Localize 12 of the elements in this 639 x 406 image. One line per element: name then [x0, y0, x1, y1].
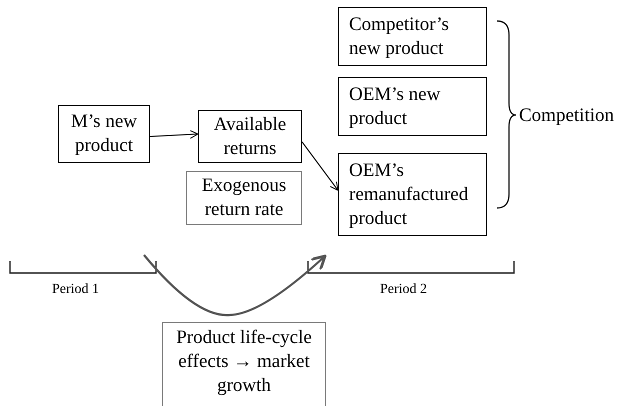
arrow	[150, 130, 198, 139]
process-box: Competitor’s new product	[338, 7, 487, 66]
process-box: OEM’s remanufactured product	[338, 153, 487, 236]
process-box: OEM’s new product	[338, 77, 487, 136]
period-label: Period 2	[380, 282, 428, 298]
process-box: Product life-cycle effects → market growth	[162, 322, 326, 406]
process-box: Available returns	[198, 110, 302, 163]
period-label: Period 1	[52, 282, 100, 298]
process-box: M’s new product	[58, 105, 150, 163]
node-label: Competition	[519, 103, 639, 129]
arrow	[302, 141, 338, 191]
process-box: Exogenous return rate	[186, 171, 302, 225]
